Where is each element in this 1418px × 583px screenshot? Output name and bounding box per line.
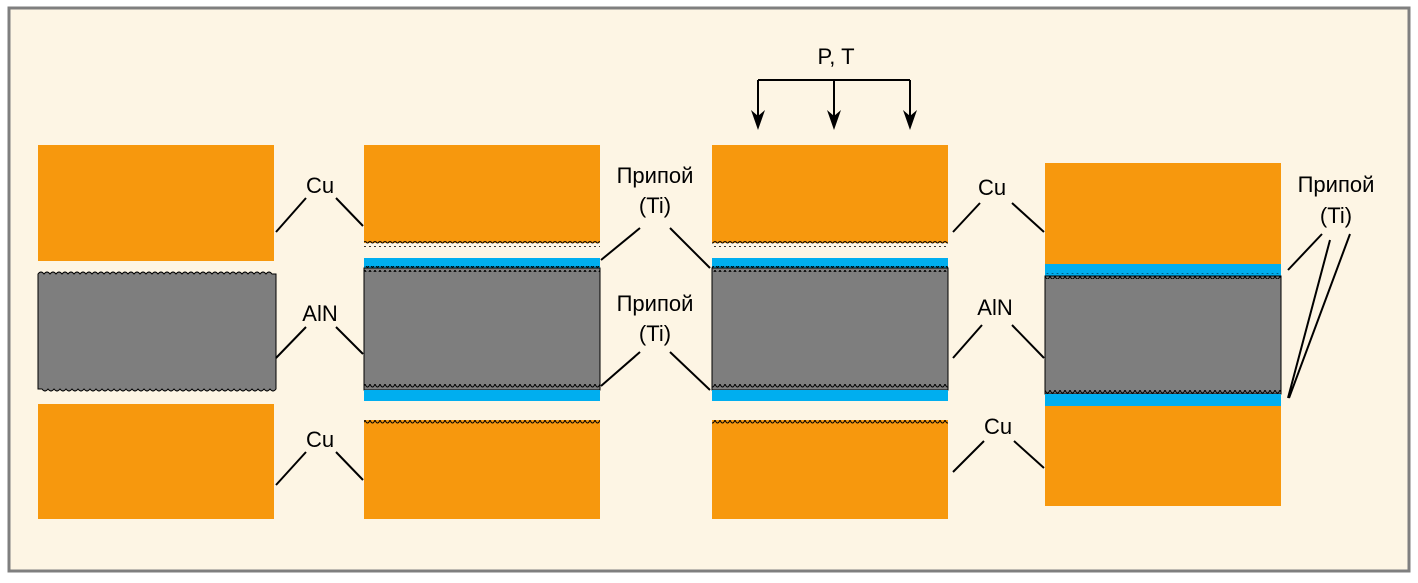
ceramic-4-wave-bottom xyxy=(1045,389,1281,395)
ceramic-2-wave-bottom xyxy=(364,384,600,390)
copper-top-3 xyxy=(712,145,948,243)
copper-bottom-2 xyxy=(364,420,600,519)
ceramic-2 xyxy=(363,267,601,391)
copper-bottom-1 xyxy=(38,404,274,519)
copper-bottom-3-wave xyxy=(712,418,948,424)
leader-cu-top xyxy=(275,197,364,233)
label-aln-2: AlN xyxy=(977,295,1012,320)
label-solder-right-line2: (Ti) xyxy=(1320,203,1352,228)
labels-2-3: Припой (Ti) Припой (Ti) xyxy=(600,163,711,391)
label-solder-top-line1: Припой xyxy=(617,163,694,188)
leader-aln-1 xyxy=(275,326,364,359)
copper-top-1 xyxy=(38,145,274,261)
label-cu-top: Cu xyxy=(306,173,334,198)
leader-cu-top-2 xyxy=(952,202,1045,233)
labels-3-4: Cu AlN Cu xyxy=(952,175,1045,473)
copper-bottom-3 xyxy=(712,420,948,519)
leader-solder-bottom xyxy=(600,351,711,391)
stage-1 xyxy=(37,145,277,519)
ceramic-1 xyxy=(37,271,277,392)
copper-bottom-2-wave xyxy=(364,418,600,424)
leader-cu-bottom xyxy=(275,451,364,486)
copper-top-2-wave xyxy=(364,241,600,247)
copper-top-2 xyxy=(364,145,600,243)
ceramic-4 xyxy=(1044,275,1282,395)
label-solder-right-line1: Припой xyxy=(1298,172,1375,197)
leader-aln-2 xyxy=(952,324,1045,359)
stage-3: P, T xyxy=(711,44,949,519)
copper-top-4 xyxy=(1045,163,1281,265)
label-cu-bottom: Cu xyxy=(306,427,334,452)
label-aln-1: AlN xyxy=(302,301,337,326)
label-solder-bottom-line1: Припой xyxy=(617,291,694,316)
ceramic-3-wave-top xyxy=(712,266,948,272)
solder-bottom-3 xyxy=(712,390,948,401)
ceramic-4-wave-top xyxy=(1045,273,1281,279)
labels-4: Припой (Ti) xyxy=(1287,172,1375,399)
ceramic-3 xyxy=(711,267,949,391)
solder-bottom-2 xyxy=(364,390,600,401)
copper-top-3-wave xyxy=(712,241,948,247)
ceramic-2-wave-top xyxy=(364,266,600,272)
leader-solder-top xyxy=(600,227,711,269)
arrow-down-icon xyxy=(903,110,917,130)
copper-bottom-4 xyxy=(1045,406,1281,506)
labels-1-2: Cu AlN Cu xyxy=(275,173,364,486)
stage-2 xyxy=(363,145,601,519)
leader-solder-right xyxy=(1287,233,1351,399)
ceramic-3-wave-bottom xyxy=(712,384,948,390)
solder-bottom-4 xyxy=(1045,394,1281,406)
label-solder-bottom-line2: (Ti) xyxy=(639,321,671,346)
label-cu-bottom-2: Cu xyxy=(984,414,1012,439)
label-pressure-temperature: P, T xyxy=(817,44,854,69)
arrow-down-icon xyxy=(827,110,841,130)
leader-cu-bottom-2 xyxy=(952,440,1045,473)
stage-4 xyxy=(1044,163,1282,506)
label-cu-top-2: Cu xyxy=(978,175,1006,200)
pressure-bracket xyxy=(757,79,911,118)
label-solder-top-line2: (Ti) xyxy=(639,193,671,218)
arrow-down-icon xyxy=(751,110,765,130)
